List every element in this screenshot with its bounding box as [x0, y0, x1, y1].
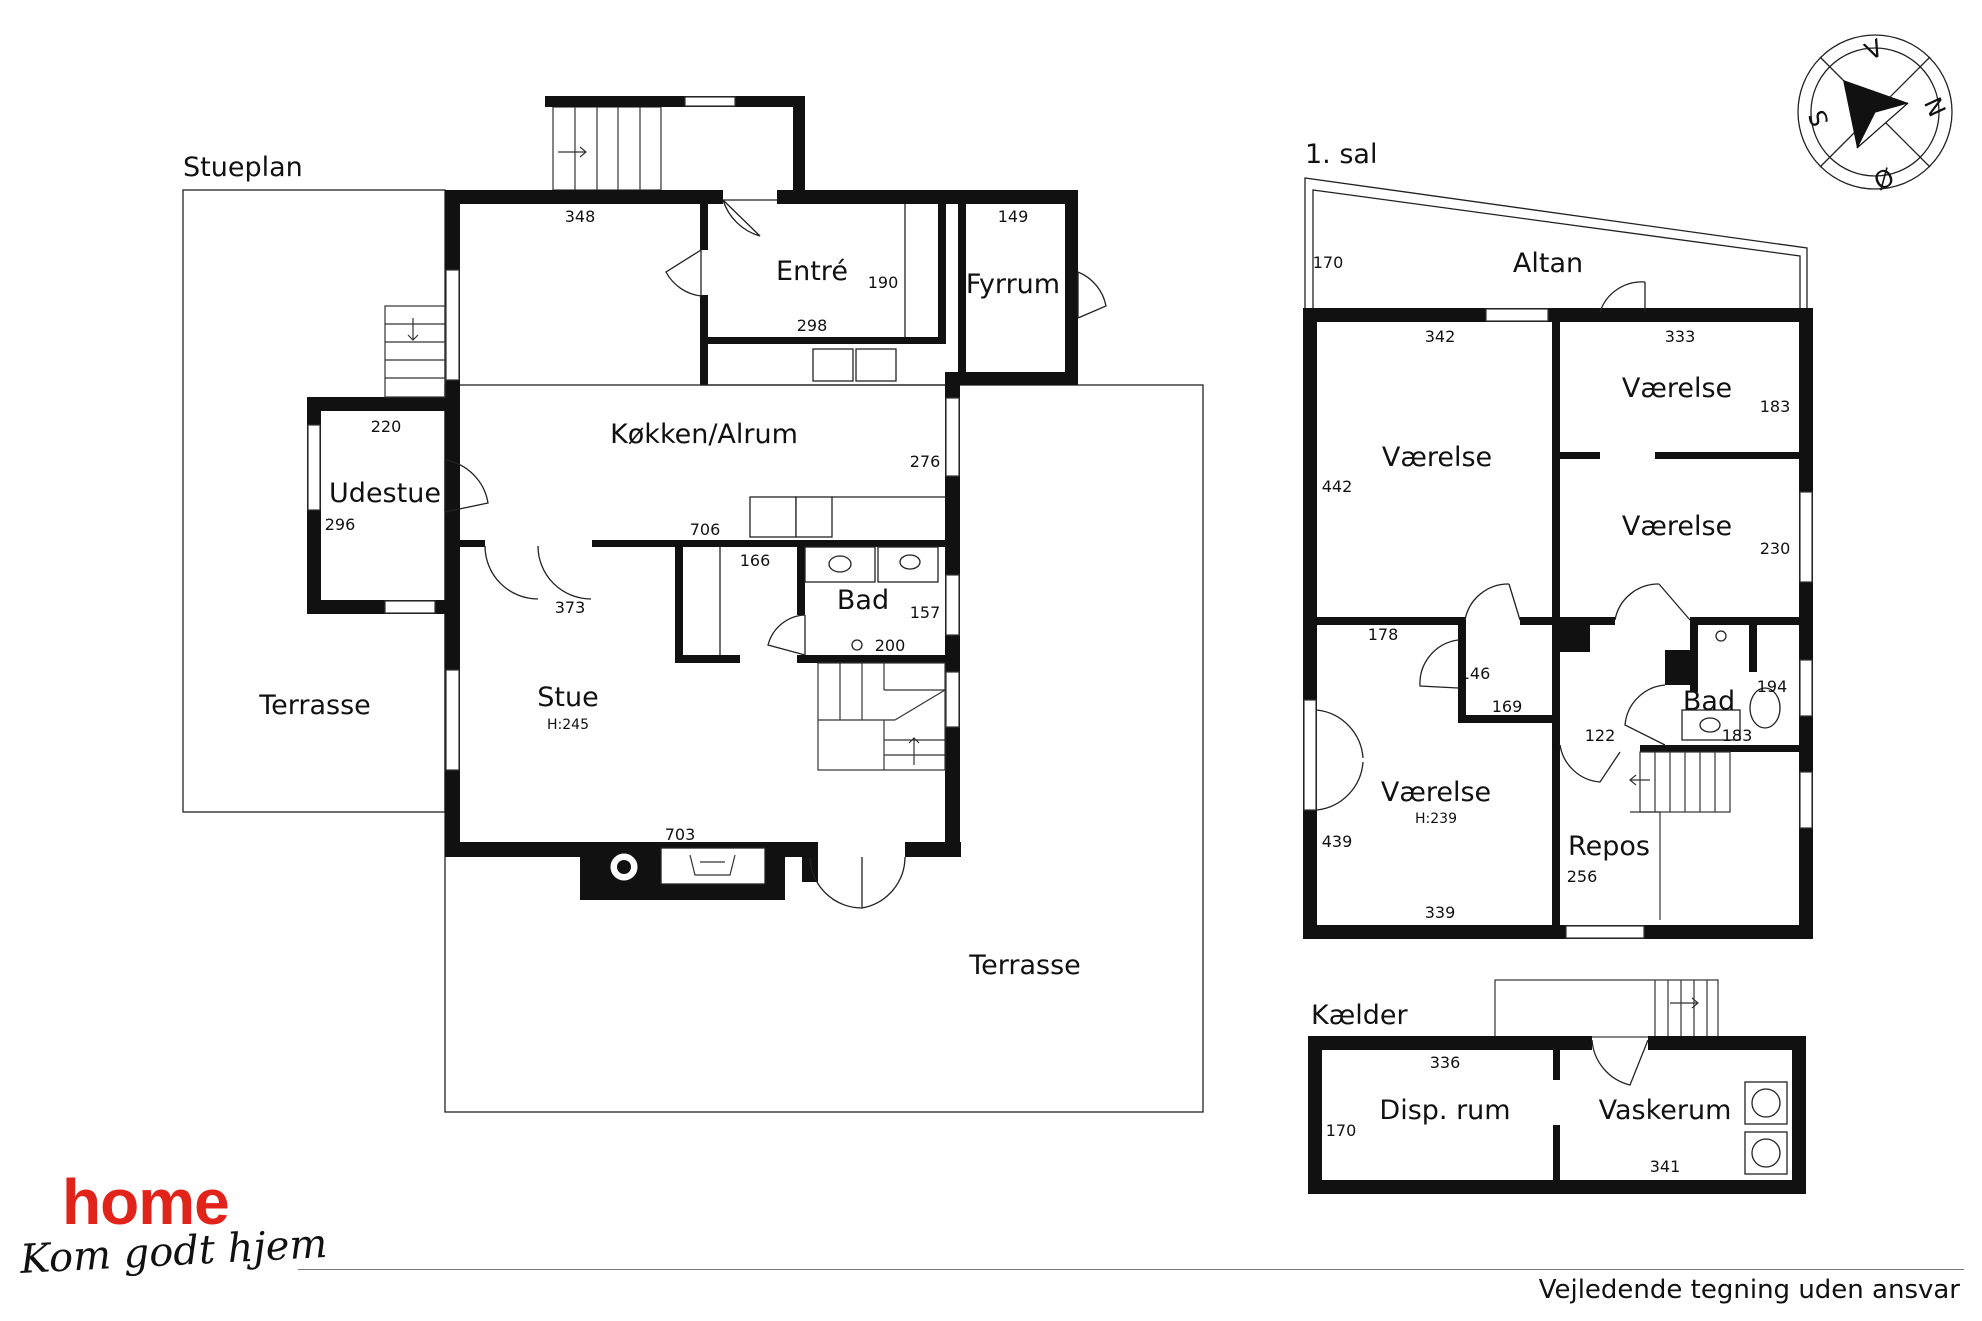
dim-label: 230 — [1760, 539, 1791, 558]
compass-v: V — [1861, 33, 1888, 66]
first-floor-plan: 1. sal Altan Værelse Værelse Værelse Vær… — [1303, 139, 1813, 939]
first-floor-title: 1. sal — [1305, 139, 1377, 170]
room-vaerelse-4: Værelse — [1381, 777, 1491, 808]
room-fyrrum: Fyrrum — [966, 269, 1060, 300]
ground-floor-plan: Stueplan Entré Fyrrum Køkken/Alrum Udest… — [182, 96, 1204, 1113]
stair-top — [552, 106, 662, 191]
room-stue-height: H:245 — [547, 717, 589, 733]
terrace-south-outline — [444, 384, 1204, 1113]
room-vaskerum: Vaskerum — [1599, 1095, 1732, 1126]
dim-label: 149 — [998, 207, 1029, 226]
dim-label: 166 — [740, 551, 771, 570]
compass-n: N — [1918, 93, 1951, 121]
dim-label: 170 — [1313, 253, 1344, 272]
dim-label: 706 — [690, 520, 721, 539]
room-vaerelse-2: Værelse — [1622, 373, 1732, 404]
brand-logo: home — [62, 1166, 230, 1238]
dim-label: 200 — [875, 636, 906, 655]
dim-label: 442 — [1322, 477, 1353, 496]
dim-label: 190 — [868, 273, 899, 292]
dim-label: 336 — [1430, 1053, 1461, 1072]
terrace-west-label: Terrasse — [258, 690, 371, 721]
dim-label: 256 — [1567, 867, 1598, 886]
room-kokken: Køkken/Alrum — [610, 419, 798, 450]
dim-label: 178 — [1368, 625, 1399, 644]
terrace-south-label: Terrasse — [968, 950, 1081, 981]
room-stue: Stue — [537, 682, 598, 713]
room-bad-first: Bad — [1683, 686, 1735, 717]
dim-label: 183 — [1760, 397, 1791, 416]
compass-rose: N S V Ø — [1797, 33, 1953, 195]
dim-label: 170 — [1326, 1121, 1357, 1140]
dim-label: 220 — [371, 417, 402, 436]
dim-label: 169 — [1492, 697, 1523, 716]
dim-label: 298 — [797, 316, 828, 335]
ground-floor-title: Stueplan — [183, 152, 303, 183]
basement-plan: Kælder Disp. rum Vaskerum 336 170 341 — [1308, 979, 1806, 1194]
room-altan: Altan — [1513, 248, 1583, 279]
dim-label: 194 — [1757, 677, 1788, 696]
compass-s: S — [1803, 106, 1835, 130]
dim-label: 339 — [1425, 903, 1456, 922]
room-bad-ground: Bad — [837, 585, 889, 616]
dim-label: 146 — [1460, 664, 1491, 683]
dim-label: 341 — [1650, 1157, 1681, 1176]
dim-label: 122 — [1585, 726, 1616, 745]
room-vaerelse-3: Værelse — [1622, 511, 1732, 542]
dim-label: 183 — [1722, 726, 1753, 745]
room-udestue: Udestue — [329, 478, 441, 509]
room-vaerelse-4-height: H:239 — [1415, 811, 1457, 827]
footer-divider — [298, 1269, 1964, 1270]
dim-label: 342 — [1425, 327, 1456, 346]
room-disp: Disp. rum — [1379, 1095, 1510, 1126]
disclaimer-text: Vejledende tegning uden ansvar — [1538, 1275, 1960, 1305]
dim-label: 157 — [910, 603, 941, 622]
dim-label: 439 — [1322, 832, 1353, 851]
dim-label: 296 — [325, 515, 356, 534]
basement-title: Kælder — [1311, 1000, 1408, 1031]
dim-label: 333 — [1665, 327, 1696, 346]
dim-label: 276 — [910, 452, 941, 471]
room-repos: Repos — [1568, 831, 1650, 862]
dim-label: 373 — [555, 598, 586, 617]
room-vaerelse-1: Værelse — [1382, 442, 1492, 473]
room-entre: Entré — [776, 256, 848, 287]
dim-label: 703 — [665, 825, 696, 844]
compass-o: Ø — [1869, 162, 1898, 195]
dim-label: 348 — [565, 207, 596, 226]
